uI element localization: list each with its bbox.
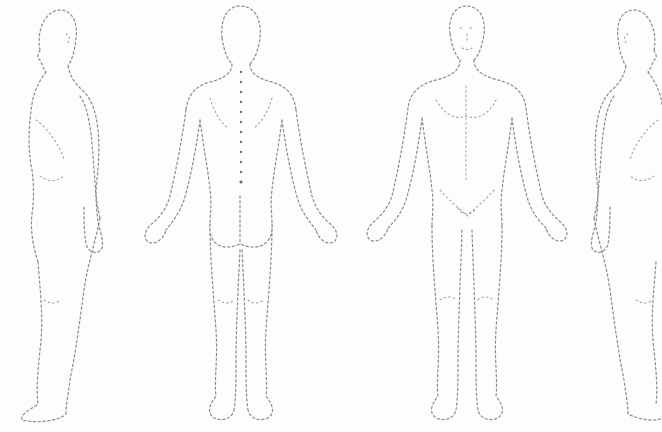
torso-outline (594, 66, 662, 218)
left-arm-outline (367, 108, 422, 241)
front-view-figure (367, 6, 567, 420)
side-view-right-figure (591, 10, 662, 420)
torso-outline (29, 66, 100, 262)
left-arm-outline (145, 110, 200, 243)
pelvis-detail (440, 190, 494, 216)
chest-detail (436, 86, 496, 180)
knee-detail (44, 300, 60, 303)
back-view-figure (145, 6, 337, 420)
face-detail (460, 28, 474, 50)
chest-detail (630, 120, 658, 181)
buttocks-outline (210, 196, 272, 247)
knee-back-detail (218, 300, 264, 303)
spine-marks (240, 71, 243, 184)
knee-detail (636, 300, 652, 303)
torso-outline (422, 118, 512, 226)
legs-outline (210, 224, 273, 420)
leg-outline (22, 218, 100, 422)
head-outline (222, 6, 261, 64)
head-outline (618, 10, 657, 72)
head-outline (38, 10, 77, 72)
leg-outline (594, 218, 662, 420)
side-view-left-figure (22, 10, 103, 422)
head-outline (450, 6, 485, 60)
legs-outline (432, 226, 503, 420)
knee-front-detail (440, 297, 494, 300)
arm-outline (80, 96, 103, 252)
ear-detail (625, 34, 628, 44)
right-arm-outline (282, 110, 337, 243)
ear-detail (66, 34, 69, 44)
right-arm-outline (512, 108, 567, 241)
chest-detail (36, 120, 64, 181)
arm-outline (591, 96, 614, 252)
shoulders-outline (408, 60, 526, 108)
